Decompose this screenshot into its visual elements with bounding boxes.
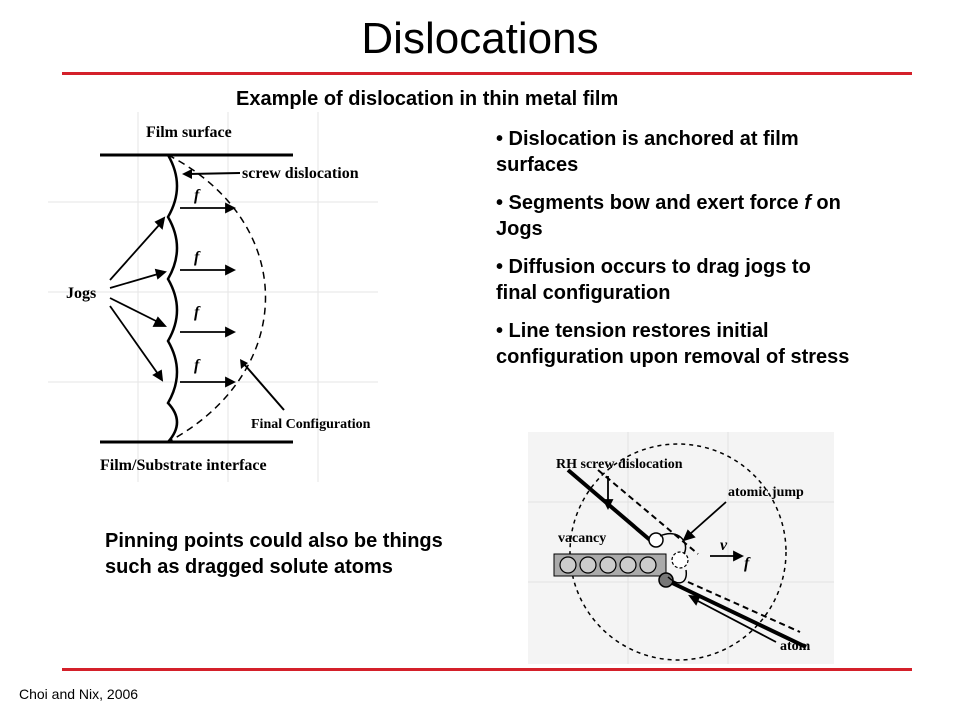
slide-title: Dislocations [361,14,599,63]
top-divider [62,72,912,75]
atomic-jump-figure: RH screw dislocation atomic jump vacancy… [528,432,834,664]
force-label-2: f [194,249,201,266]
slide-subtitle: Example of dislocation in thin metal fil… [236,88,619,110]
displaced-line-lower [687,581,801,633]
vacancy-site [648,532,664,548]
final-configuration-label: Final Configuration [251,417,371,432]
displaced-line-upper [597,469,699,555]
screw-line-lower [665,578,807,649]
force-label-3: f [194,304,201,321]
force-label-4: f [194,357,201,374]
atomic-jump-label: atomic jump [728,485,804,500]
final-configuration-curve [167,154,267,443]
bullet-2-force-symbol: f [804,192,811,214]
bullet-3: • Diffusion occurs to drag jogs to final… [496,256,811,304]
bottom-divider [62,668,912,671]
rh-screw-label: RH screw dislocation [556,457,683,472]
bullet-list: • Dislocation is anchored at film surfac… [496,126,856,382]
screw-dislocation-label: screw dislocation [242,165,359,182]
interface-label: Film/Substrate interface [100,457,267,474]
jogs-label: Jogs [66,285,96,302]
pinning-note: Pinning points could also be things such… [105,530,443,578]
force-label: f [744,555,751,572]
bullet-2-text: • Segments bow and exert force [496,192,805,214]
force-label-1: f [194,187,201,204]
bowed-dislocation-segments [166,154,179,443]
dislocation-jog-figure: Film surface screw dislocation f f f f J… [48,112,378,482]
circle-boundary [569,443,787,661]
bullet-2: • Segments bow and exert force f on Jogs [496,190,856,242]
bullet-2-tail: on Jogs [496,192,841,240]
vacancy-label: vacancy [558,531,606,546]
atom-label: atom [780,639,811,654]
bullet-4: • Line tension restores initial configur… [496,320,850,368]
citation: Choi and Nix, 2006 [19,686,139,702]
velocity-label: v [720,537,728,554]
bullet-1: • Dislocation is anchored at film surfac… [496,128,799,176]
film-surface-label: Film surface [146,124,232,141]
jump-site [671,551,689,569]
